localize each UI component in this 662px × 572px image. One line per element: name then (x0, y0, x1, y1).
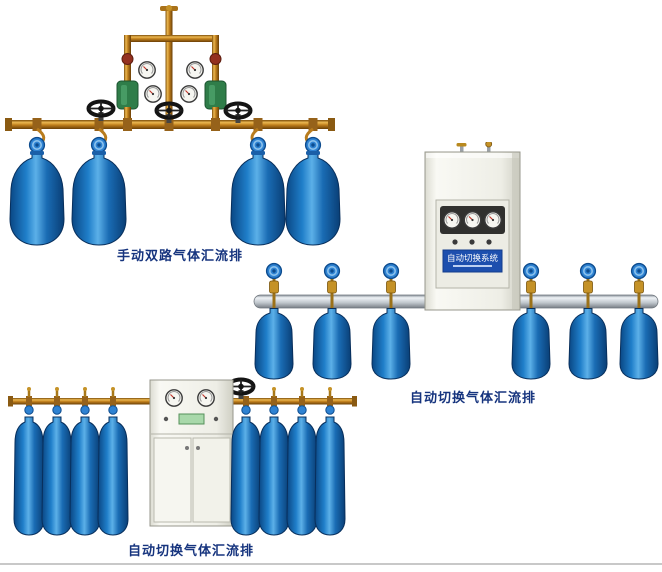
gas-cylinder (511, 308, 551, 380)
gas-cylinder (41, 416, 73, 536)
inlet-top-piping (121, 5, 222, 122)
pressure-gauge (186, 61, 204, 79)
pressure-gauge (484, 211, 502, 229)
auto-switch-wall-manifold-figure: 自动切换系统 (253, 142, 659, 380)
manifold-pipe-right (232, 387, 357, 407)
cabinet-nameplate-subtext (453, 265, 492, 267)
pressure-gauge (463, 211, 482, 229)
auto-switch-floor-manifold-figure (8, 377, 357, 536)
door-handle (196, 446, 200, 450)
gas-cylinder (13, 416, 45, 536)
pressure-gauge (165, 389, 183, 407)
door-handle (185, 446, 189, 450)
gas-cylinder-group (13, 405, 346, 536)
panel-button (486, 239, 492, 245)
cylinder-assembly (312, 262, 352, 380)
cylinder-valve-knob (522, 262, 540, 280)
panel-knob (163, 416, 169, 422)
panel-knob (213, 416, 219, 422)
inlet-valve-wheel (209, 53, 222, 65)
cylinder-valve-knob (579, 262, 597, 280)
cabinet-door-left (153, 437, 192, 523)
manifold-header-pipe (5, 118, 335, 131)
cylinder-valve-knob (265, 262, 283, 280)
cylinder-valve-knob (323, 262, 341, 280)
product-caption-auto-switch-floor: 自动切换气体汇流排 (127, 543, 254, 558)
gas-cylinder (230, 416, 262, 536)
gas-cylinder (97, 416, 129, 536)
pressure-gauge (443, 211, 461, 229)
gas-cylinder (568, 308, 608, 380)
panel-button (469, 239, 475, 245)
manual-dual-manifold-figure (5, 5, 341, 246)
cylinder-valve-knob (382, 262, 400, 280)
product-caption-manual-dual: 手动双路气体汇流排 (116, 248, 243, 263)
pressure-gauge (197, 389, 215, 407)
gas-cylinder (9, 150, 65, 246)
gas-cylinder (312, 308, 352, 380)
pressure-regulator-left (116, 61, 162, 122)
pressure-gauge (138, 61, 156, 79)
manifold-pipe-left (8, 387, 151, 407)
indicator-display (178, 413, 205, 425)
gas-cylinder (286, 416, 318, 536)
gas-cylinder (71, 150, 127, 246)
cylinder-assembly (511, 262, 551, 380)
pressure-gauge (180, 85, 198, 103)
gas-cylinder (314, 416, 346, 536)
cabinet-nameplate-title: 自动切换系统 (447, 253, 499, 263)
pressure-regulator-right (180, 61, 227, 122)
inlet-valve-wheel (121, 53, 134, 65)
cylinder-assembly (371, 262, 411, 380)
cylinder-assembly (254, 262, 294, 380)
gas-cylinder (619, 308, 659, 380)
gas-cylinder (371, 308, 411, 380)
cylinder-valve-knobs (24, 405, 335, 415)
cylinder-assembly (619, 262, 659, 380)
panel-button (452, 239, 458, 245)
cylinder-valve-knob (28, 136, 46, 154)
control-cabinet (149, 379, 234, 527)
page-bottom-rule (0, 563, 662, 565)
cylinder-valve-knob (90, 136, 108, 154)
product-caption-auto-switch-wall: 自动切换气体汇流排 (409, 390, 536, 405)
shutoff-valve-handwheel (86, 99, 116, 123)
gas-cylinder (258, 416, 290, 536)
cylinder-assembly (568, 262, 608, 380)
pressure-gauge (144, 85, 162, 103)
cylinder-valve-knob (630, 262, 648, 280)
gas-cylinder (254, 308, 294, 380)
cabinet-door-right (192, 437, 231, 523)
gas-cylinder (69, 416, 101, 536)
control-cabinet: 自动切换系统 (424, 142, 521, 311)
